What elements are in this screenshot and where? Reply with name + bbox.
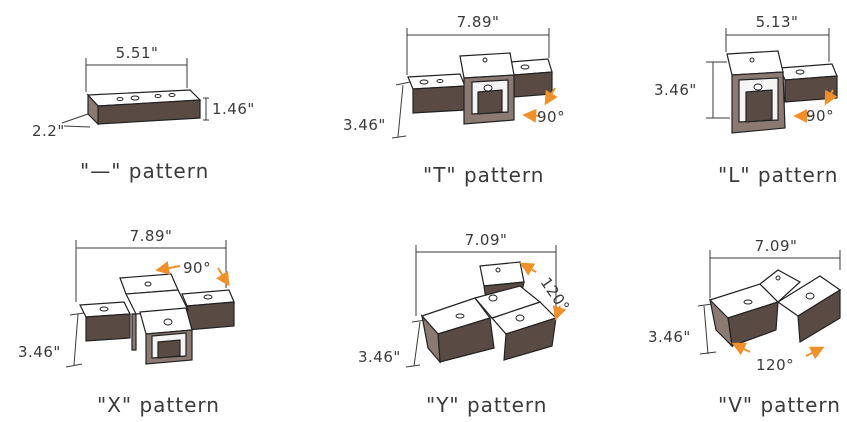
l-angle-label: 90° [806, 107, 834, 125]
straight-depth-label: 2.2" [32, 122, 65, 140]
straight-width-dimension: 5.51" [85, 44, 188, 92]
y-pattern: 7.09" 3.46" 120° "Y" pattern [358, 231, 573, 417]
straight-height-dimension: 1.46" [203, 97, 255, 121]
t-pattern: 7.89" 3.46" 90° "T" pattern [343, 13, 565, 187]
t-height-label: 3.46" [343, 116, 386, 134]
t-width-label: 7.89" [457, 13, 500, 31]
x-angle-label: 90° [183, 259, 211, 277]
y-height-dimension: 3.46" [358, 319, 427, 368]
y-width-dimension: 7.09" [415, 231, 557, 316]
x-pattern-caption: "X" pattern [97, 393, 220, 417]
v-angle-marker: 120° [731, 342, 825, 374]
straight-connector-drawing [86, 89, 202, 126]
l-connector-drawing [726, 50, 838, 134]
l-pattern: 5.13" 3.46" 90° "L" pattern [654, 13, 838, 187]
l-height-dimension: 3.46" [654, 61, 730, 119]
x-width-label: 7.89" [130, 227, 173, 245]
x-height-dimension: 3.46" [18, 312, 85, 368]
t-angle-label: 90° [537, 108, 565, 126]
l-pattern-caption: "L" pattern [718, 163, 838, 187]
straight-pattern-caption: "—" pattern [80, 159, 209, 183]
v-connector-drawing [708, 269, 842, 348]
straight-pattern: 5.51" 1.46" 2.2" "—" pattern [32, 44, 255, 183]
v-height-label: 3.46" [648, 328, 691, 346]
straight-depth-dimension: 2.2" [32, 113, 91, 140]
t-angle-marker: 90° [522, 87, 565, 126]
t-height-dimension: 3.46" [343, 81, 411, 139]
v-width-label: 7.09" [755, 237, 798, 255]
straight-width-label: 5.51" [116, 44, 159, 62]
x-connector-drawing [79, 273, 235, 365]
y-width-label: 7.09" [465, 231, 508, 249]
x-height-label: 3.46" [18, 343, 61, 361]
v-pattern-caption: "V" pattern [718, 393, 841, 417]
v-width-dimension: 7.09" [709, 237, 841, 298]
x-pattern: 7.89" 3.46" 90° "X" pattern [18, 227, 235, 417]
l-width-label: 5.13" [756, 13, 799, 31]
v-pattern: 7.09" 3.46" 120° "V" pattern [648, 237, 842, 417]
t-width-dimension: 7.89" [406, 13, 550, 75]
x-angle-marker: 90° [155, 259, 230, 287]
t-pattern-caption: "T" pattern [423, 163, 544, 187]
l-angle-marker: 90° [793, 89, 838, 125]
l-height-label: 3.46" [654, 81, 697, 99]
y-height-label: 3.46" [358, 348, 401, 366]
v-angle-label: 120° [756, 356, 794, 374]
y-connector-drawing [420, 261, 558, 364]
l-width-dimension: 5.13" [725, 13, 830, 62]
straight-height-label: 1.46" [212, 100, 255, 118]
y-pattern-caption: "Y" pattern [426, 393, 547, 417]
v-height-dimension: 3.46" [648, 303, 717, 355]
t-connector-drawing [407, 52, 553, 125]
